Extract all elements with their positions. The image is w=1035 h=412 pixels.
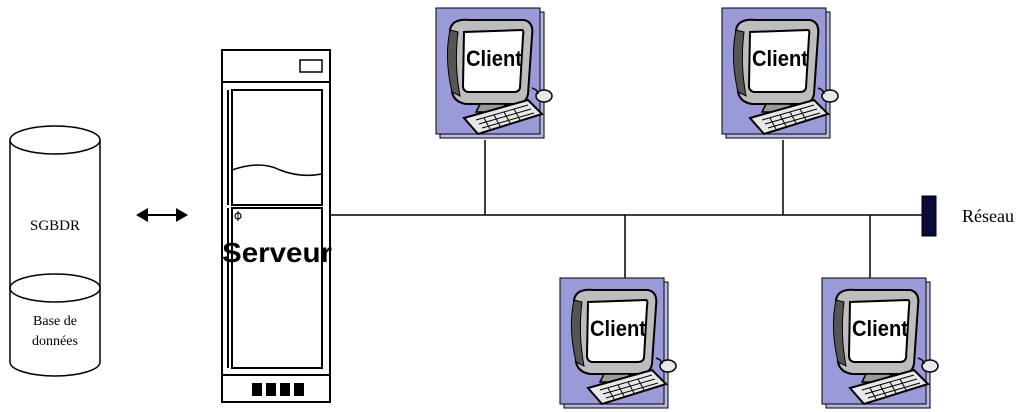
client-computer-icon	[821, 277, 939, 409]
network-terminator-icon	[921, 195, 937, 237]
double-arrow-icon	[136, 208, 188, 222]
client-computer-1: Client	[435, 7, 553, 139]
client-computer-icon	[435, 7, 553, 139]
client-computer-4: Client	[821, 277, 939, 409]
network-bus	[330, 140, 922, 285]
client-computer-2: Client	[721, 7, 839, 139]
database-top-label: SGBDR	[30, 218, 80, 234]
network-label: Réseau	[962, 206, 1014, 226]
client-label: Client	[752, 46, 809, 71]
client-computer-icon	[721, 7, 839, 139]
client-label: Client	[466, 46, 523, 71]
database-cylinder-icon	[9, 125, 101, 377]
database-bottom-label-line1: Base de	[33, 314, 77, 329]
database-bottom-label-line2: données	[32, 334, 78, 349]
client-computer-icon	[559, 277, 677, 409]
server-tower-icon	[221, 49, 331, 403]
server-label: Serveur	[222, 237, 332, 268]
client-label: Client	[852, 316, 909, 341]
client-computer-3: Client	[559, 277, 677, 409]
client-label: Client	[590, 316, 647, 341]
